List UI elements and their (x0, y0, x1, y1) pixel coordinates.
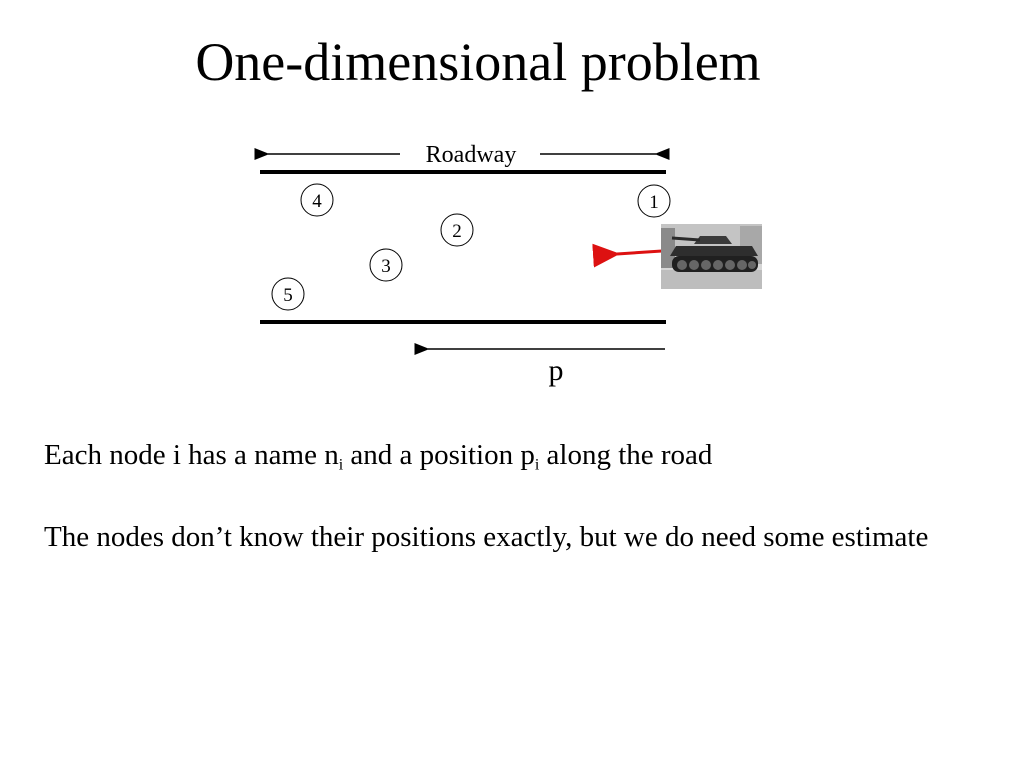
approach-arrow (592, 243, 663, 268)
node-4: 4 (300, 183, 334, 217)
node-3: 3 (369, 248, 403, 282)
node-5: 5 (271, 277, 305, 311)
svg-text:3: 3 (381, 256, 391, 277)
node-description-text: Each node i has a name ni and a position… (44, 439, 713, 474)
node-1: 1 (637, 184, 671, 218)
svg-text:2: 2 (452, 221, 462, 242)
tank-icon (661, 224, 762, 289)
svg-text:5: 5 (283, 285, 293, 306)
roadway-label: Roadway (426, 142, 517, 168)
p-axis-label: p (549, 354, 564, 387)
slide-title: One-dimensional problem (195, 32, 761, 92)
node-2: 2 (440, 213, 474, 247)
position-estimate-text: The nodes don’t know their positions exa… (44, 521, 929, 553)
svg-text:1: 1 (649, 192, 659, 213)
svg-text:4: 4 (312, 191, 322, 212)
